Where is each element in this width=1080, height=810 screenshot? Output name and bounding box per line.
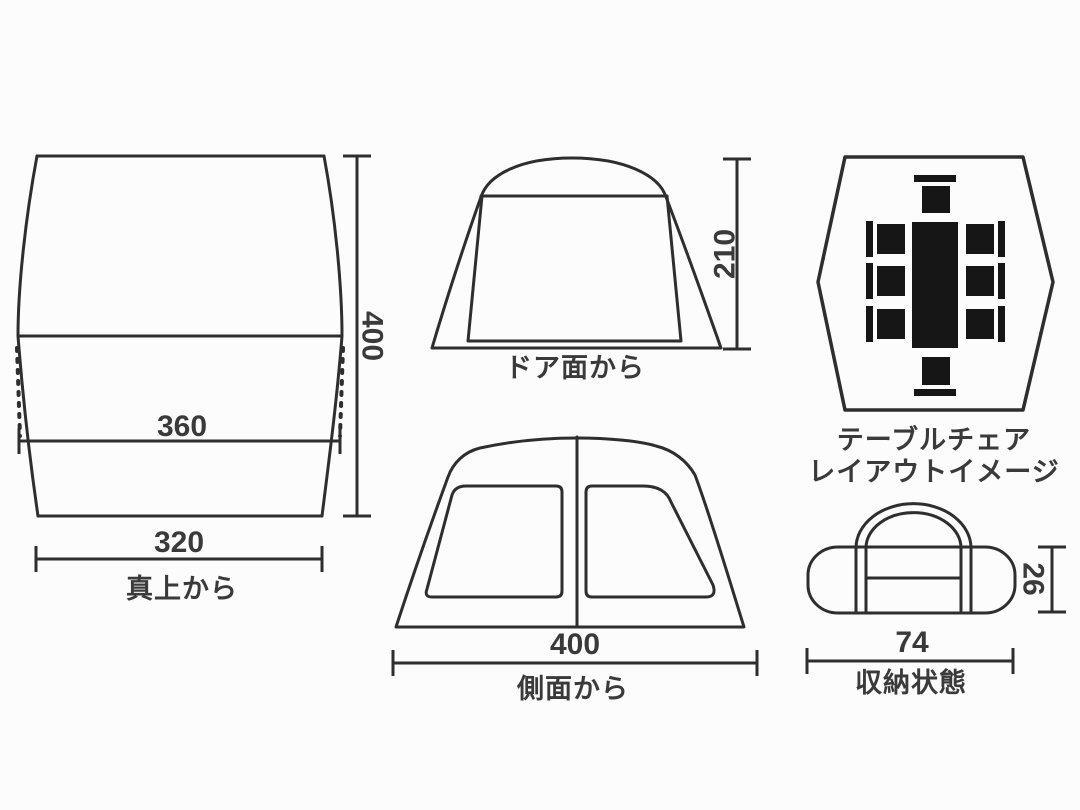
bag-strap-right <box>959 546 973 614</box>
dimension-210: 210 <box>709 157 751 351</box>
storage-bag-view: 26 74 収納状態 <box>805 502 1066 698</box>
dim-210-line <box>723 157 751 351</box>
bag-handle-outer <box>854 502 973 550</box>
top-view-label: 真上から <box>126 574 238 604</box>
dim-26-value: 26 <box>1017 562 1050 595</box>
chair-top-seat <box>922 186 950 213</box>
bag-body <box>806 545 1017 615</box>
dimension-400-depth: 400 <box>343 154 389 518</box>
dim-400-width-line <box>391 650 759 676</box>
dim-360-line <box>17 428 342 454</box>
dim-400-depth-value: 400 <box>356 311 389 361</box>
side-window-left <box>424 484 564 599</box>
side-view-outline <box>394 436 746 629</box>
top-view: 360 320 400 真上から <box>15 154 389 604</box>
door-view: 210 ドア面から <box>430 156 751 383</box>
chair-bottom-backrest <box>914 389 956 396</box>
table-layout-view: テーブルチェア レイアウトイメージ <box>808 155 1059 487</box>
side-view-label: 側面から <box>516 674 629 704</box>
dim-400-width-value: 400 <box>550 628 600 661</box>
chair-right-3-backrest <box>998 306 1005 342</box>
dim-320-value: 320 <box>154 526 204 559</box>
door-view-outline <box>430 156 723 350</box>
dimension-26: 26 <box>1017 545 1066 614</box>
chair-bottom-seat <box>922 357 950 385</box>
dim-400-depth-line <box>343 154 371 518</box>
dim-74-line <box>805 648 1015 674</box>
dim-26-line <box>1038 545 1066 614</box>
dimension-74: 74 <box>805 626 1015 674</box>
side-window-right <box>584 484 716 599</box>
chair-right-3-seat <box>966 309 994 339</box>
table-layout-label-line1: テーブルチェア <box>837 424 1031 455</box>
door-view-label: ドア面から <box>505 353 645 383</box>
door-panel <box>466 194 683 343</box>
dimension-360: 360 <box>17 410 342 454</box>
chair-left-2-seat <box>877 266 905 296</box>
chair-right-2-seat <box>966 266 994 296</box>
dimension-400-width: 400 <box>391 628 759 676</box>
chair-right-1-backrest <box>998 221 1005 257</box>
top-view-hidden-edge-left <box>15 346 22 438</box>
chair-top-backrest <box>914 175 956 182</box>
chair-left-1-backrest <box>866 221 873 257</box>
dim-360-value: 360 <box>157 410 207 443</box>
chair-left-3-seat <box>877 309 905 339</box>
dim-74-value: 74 <box>895 626 929 659</box>
top-view-hidden-edge-right <box>338 346 345 438</box>
chair-left-1-seat <box>877 224 905 254</box>
chair-left-2-backrest <box>866 263 873 299</box>
chair-left-3-backrest <box>866 306 873 342</box>
bag-strap-left <box>854 546 868 614</box>
dimension-320: 320 <box>34 526 324 572</box>
dim-320-line <box>34 546 324 572</box>
table-layout-label-line2: レイアウトイメージ <box>808 457 1059 487</box>
dim-210-value: 210 <box>709 229 742 279</box>
chair-right-2-backrest <box>998 263 1005 299</box>
side-view: 400 側面から <box>391 435 759 704</box>
storage-bag-label: 収納状態 <box>855 667 967 698</box>
chair-right-1-seat <box>966 224 994 254</box>
bag-handle-inner <box>864 511 963 550</box>
layout-hexagon-outline <box>816 155 1055 412</box>
table-icon <box>912 222 958 348</box>
